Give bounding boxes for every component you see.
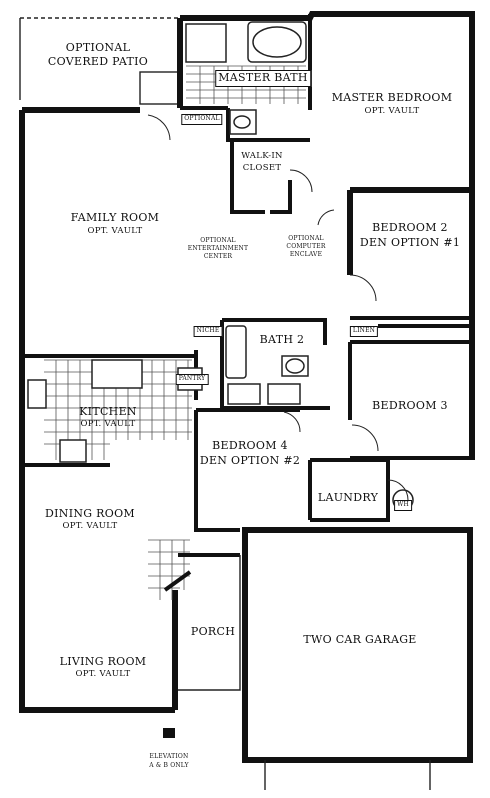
patio-step xyxy=(139,71,181,105)
entry-tiles xyxy=(148,539,190,600)
elevation-marker xyxy=(163,728,175,738)
bath2-toilet xyxy=(285,358,305,374)
laundry-box xyxy=(310,458,390,522)
label-master-bedroom: MASTER BEDROOM xyxy=(331,91,453,104)
label-patio-1: OPTIONAL xyxy=(65,41,131,54)
label-closet-2: CLOSET xyxy=(242,163,282,173)
closet-left xyxy=(230,140,265,214)
bath2-top xyxy=(222,318,327,345)
hall-closet xyxy=(267,383,301,405)
label-niche: NICHE xyxy=(193,326,223,337)
label-living-note: OPT. VAULT xyxy=(75,669,131,679)
living-outline xyxy=(19,465,175,713)
entry-angle xyxy=(163,570,192,592)
label-closet-1: WALK-IN xyxy=(241,151,283,161)
label-elevation-2: A & B ONLY xyxy=(149,762,189,769)
label-ent-3: CENTER xyxy=(203,253,233,260)
label-bedroom2-2: DEN OPTION #1 xyxy=(359,236,461,249)
porch-edge xyxy=(178,555,241,691)
label-laundry: LAUNDRY xyxy=(317,491,379,504)
bed4-left xyxy=(194,410,240,532)
label-kitchen: KITCHEN xyxy=(79,405,137,418)
label-bedroom4-1: BEDROOM 4 xyxy=(212,439,288,452)
label-patio-2: COVERED PATIO xyxy=(47,55,149,68)
label-comp-1: OPTIONAL xyxy=(288,235,324,242)
label-master-note: OPT. VAULT xyxy=(364,106,420,116)
label-bedroom4-2: DEN OPTION #2 xyxy=(199,454,301,467)
tub xyxy=(252,26,302,58)
label-linen: LINEN xyxy=(349,326,379,337)
label-pantry: PANTRY xyxy=(175,374,209,385)
label-wh: WH xyxy=(394,500,412,511)
label-bath2: BATH 2 xyxy=(259,333,305,346)
bath2-vanity xyxy=(227,383,261,405)
closet-right xyxy=(270,180,292,214)
bath2-tub xyxy=(225,325,247,379)
label-kitchen-note: OPT. VAULT xyxy=(80,419,136,429)
label-bedroom3: BEDROOM 3 xyxy=(372,399,448,412)
label-dining-note: OPT. VAULT xyxy=(62,521,118,531)
closet-top xyxy=(226,108,310,142)
label-elevation-1: ELEVATION xyxy=(149,753,189,760)
garage-walls xyxy=(242,527,473,763)
door-swings xyxy=(147,114,409,501)
label-comp-3: ENCLAVE xyxy=(289,251,323,258)
label-ent-2: ENTERTAINMENT xyxy=(187,245,249,252)
kitchen-island xyxy=(91,359,143,389)
label-garage: TWO CAR GARAGE xyxy=(303,633,417,646)
label-porch: PORCH xyxy=(190,625,236,638)
label-living-room: LIVING ROOM xyxy=(59,655,147,668)
label-dining-room: DINING ROOM xyxy=(45,507,135,520)
shower xyxy=(185,23,227,63)
label-ent-1: OPTIONAL xyxy=(200,237,236,244)
label-master-bath: MASTER BATH xyxy=(215,70,311,87)
garage-apron xyxy=(264,760,431,790)
range xyxy=(59,439,87,463)
sink xyxy=(27,379,47,409)
label-bedroom2-1: BEDROOM 2 xyxy=(372,221,448,234)
toilet xyxy=(233,115,251,129)
label-family-note: OPT. VAULT xyxy=(87,226,143,236)
label-comp-2: COMPUTER xyxy=(286,243,326,250)
label-optional-small: OPTIONAL xyxy=(181,114,223,125)
label-family-room: FAMILY ROOM xyxy=(70,211,160,224)
